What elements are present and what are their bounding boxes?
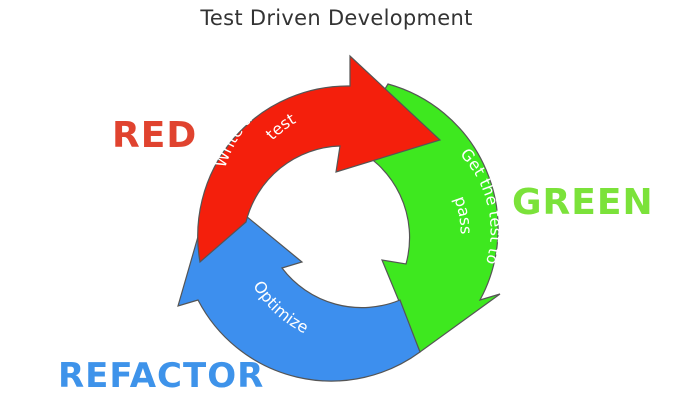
phase-label-refactor: REFACTOR (58, 356, 265, 396)
refactor-arc-arrow (177, 186, 421, 382)
diagram-title: Test Driven Development (200, 6, 473, 30)
red-arc-arrow (197, 54, 442, 264)
phase-label-green: GREEN (512, 182, 654, 223)
phase-label-red: RED (112, 115, 198, 156)
